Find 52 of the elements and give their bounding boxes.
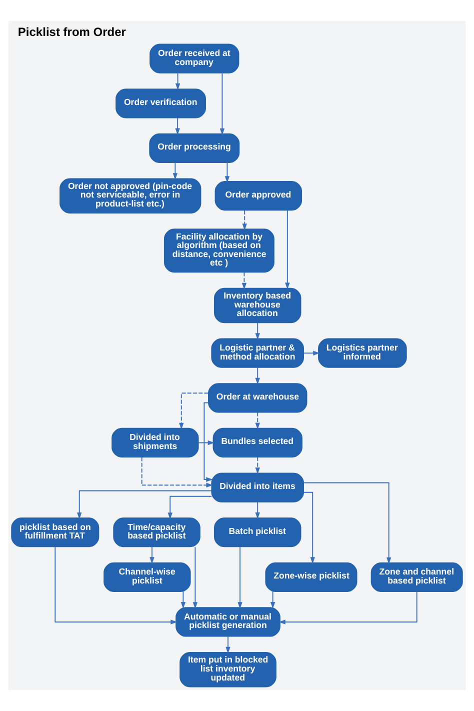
node-box: Zone-wise picklist [265, 562, 358, 592]
node-box: Order at warehouse [208, 383, 308, 413]
arrow [255, 502, 260, 520]
arrow [270, 591, 276, 609]
arrow [255, 412, 260, 430]
arrow [255, 322, 260, 340]
arrow [175, 72, 180, 90]
arrow [303, 492, 315, 564]
arrow [238, 546, 242, 609]
arrow [220, 72, 225, 136]
node-box: Facility allocation by algorithm (based on distance, convenience etc ) [164, 228, 274, 273]
node-box: Zone and channel based picklist [370, 562, 463, 592]
node-box: Order received at company [150, 44, 240, 74]
node-box: Automatic or manual picklist generation [176, 607, 280, 637]
arrow [226, 636, 230, 654]
node-box: Logistic partner & method allocation [211, 338, 304, 368]
arrow [54, 546, 178, 624]
arrow [179, 392, 209, 430]
node-box: Order approved [214, 181, 302, 211]
node-box: Order not approved (pin-code not serviceable, error in product-list etc.) [60, 178, 202, 214]
arrow [242, 210, 247, 230]
arrow [285, 210, 290, 290]
node-box: Bundles selected [212, 428, 302, 458]
arrow [172, 162, 178, 180]
node-box: Item put in blocked list inventory updated [180, 652, 276, 688]
arrow [141, 456, 213, 488]
node-box: Divided into shipments [112, 428, 199, 458]
arrow [278, 591, 418, 624]
node-box: picklist based on fulfillment TAT [11, 518, 100, 548]
arrow [198, 440, 215, 446]
arrow [255, 456, 260, 474]
arrow [303, 350, 320, 356]
diagram-title: Picklist from Order [18, 25, 126, 40]
arrow [255, 367, 260, 385]
node-box: Batch picklist [214, 518, 302, 548]
arrow [150, 546, 154, 564]
arrow [168, 496, 212, 520]
node-box: Channel-wise picklist [104, 562, 191, 592]
arrow [180, 591, 186, 609]
node-box: Logistics partner informed [318, 338, 407, 368]
arrow [224, 162, 230, 183]
node-box: Order verification [116, 88, 206, 118]
arrow [192, 546, 198, 609]
node-box: Inventory based warehouse allocation [214, 288, 302, 324]
arrow [175, 117, 180, 135]
node-box: Time/capacity based picklist [113, 518, 200, 548]
node-box: Order processing [149, 133, 240, 164]
node-box: Divided into items [211, 472, 304, 502]
arrow [77, 490, 212, 520]
arrow [204, 402, 213, 482]
arrow [242, 272, 247, 290]
arrow [303, 482, 392, 564]
